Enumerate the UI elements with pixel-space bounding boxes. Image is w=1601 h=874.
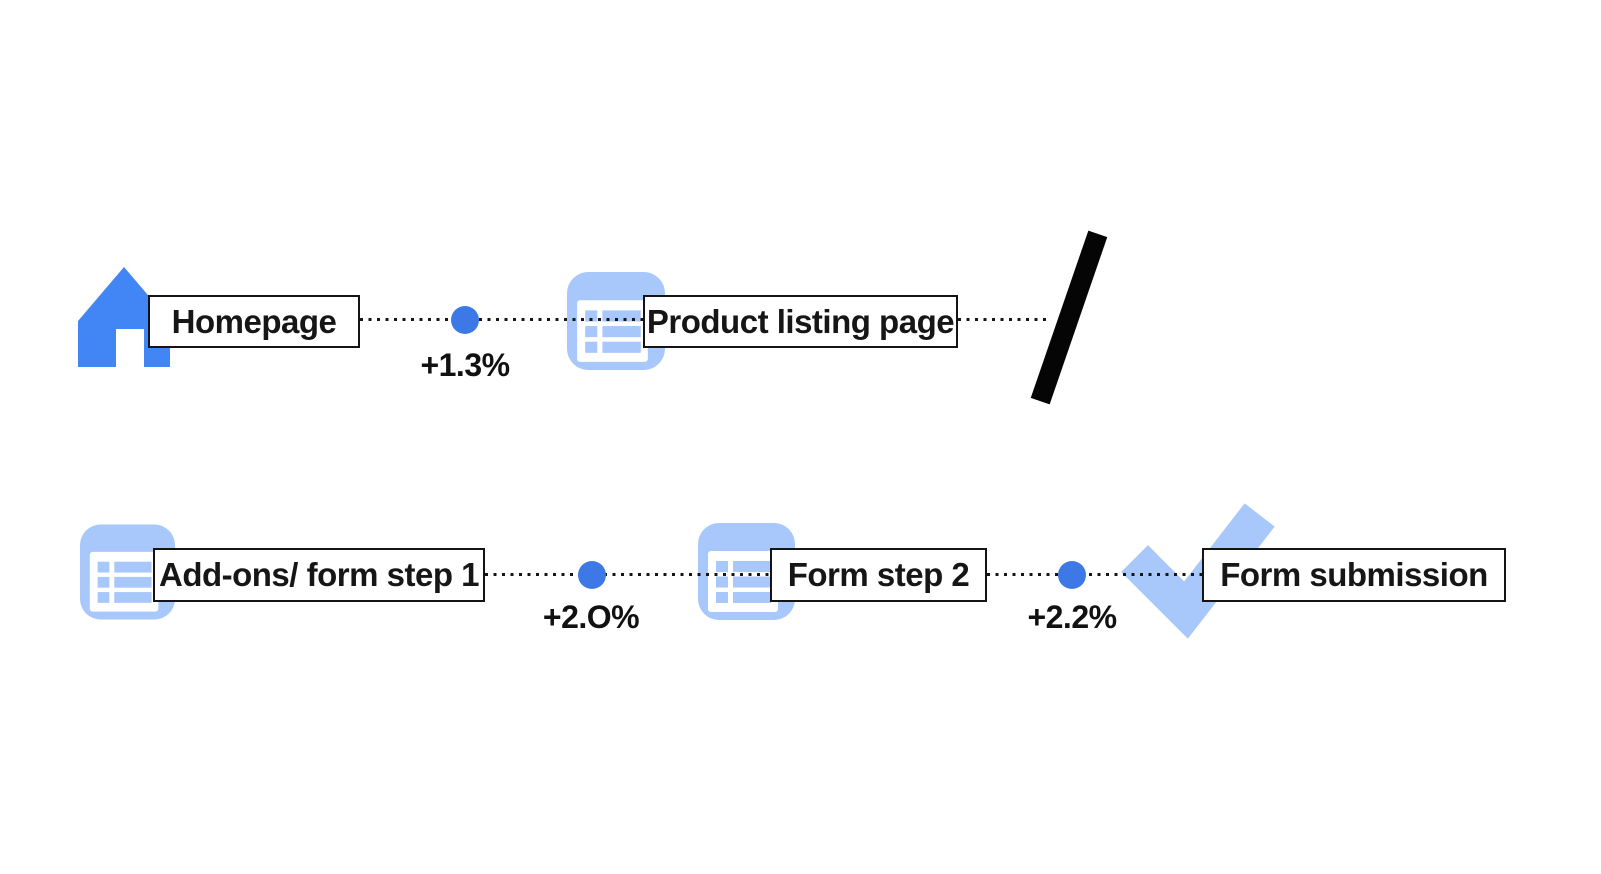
list-icon-product-listing (567, 272, 665, 370)
step-box-form-submission: Form submission (1202, 548, 1506, 602)
transition-delta-label-3: +2.2% (1027, 599, 1117, 635)
home-icon (78, 267, 170, 367)
transition-dot-addons-to-step2 (578, 561, 606, 589)
step-label-form-submission: Form submission (1220, 556, 1488, 593)
step-box-form-step-2: Form step 2 (770, 548, 987, 602)
step-label-form-step-2: Form step 2 (787, 556, 970, 593)
transition-delta-label-1: +1.3% (420, 347, 510, 383)
transition-dot-step2-to-submission (1058, 561, 1086, 589)
transition-delta-label-2: +2.O% (542, 599, 640, 635)
dotted-connector-step2-to-submission (987, 573, 1205, 576)
step-label-homepage: Homepage (171, 302, 337, 340)
dotted-connector-homepage-to-listing (360, 318, 645, 321)
step-box-product-listing-page: Product listing page (643, 295, 958, 348)
step-box-homepage: Homepage (148, 295, 360, 348)
step-label-addons-form-step-1: Add-ons/ form step 1 (158, 556, 480, 593)
dotted-connector-listing-to-break (958, 318, 1050, 321)
step-box-addons-form-step-1: Add-ons/ form step 1 (153, 548, 485, 602)
step-label-product-listing-page: Product listing page (646, 302, 955, 340)
list-icon-addons (80, 524, 175, 620)
transition-dot-homepage-to-listing (451, 306, 479, 334)
dotted-connector-addons-to-step2 (485, 573, 770, 576)
